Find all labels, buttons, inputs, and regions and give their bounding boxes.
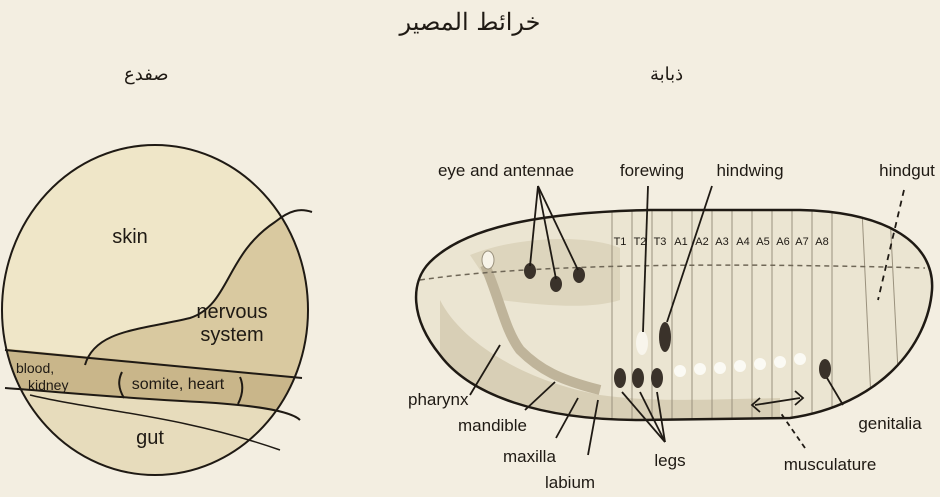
frog-somite-label: somite, heart (132, 376, 225, 393)
frog-blood-label: blood, (16, 360, 54, 376)
label-hindwing: hindwing (716, 161, 783, 180)
abdominal-spot-4 (734, 360, 746, 372)
frog-embryo: skin nervous system blood, kidney somite… (0, 140, 320, 480)
label-eye-antennae: eye and antennae (438, 161, 574, 180)
segment-label-t2: T2 (634, 236, 647, 248)
abdominal-spot-1 (674, 365, 686, 377)
segment-label-a7: A7 (795, 236, 808, 248)
frog-nervous-label-1: nervous (196, 301, 267, 323)
label-labium: labium (545, 473, 595, 492)
label-legs: legs (654, 451, 685, 470)
abdominal-spot-6 (774, 356, 786, 368)
frog-kidney-label: kidney (28, 377, 68, 393)
frog-skin-label: skin (112, 226, 148, 248)
label-mandible: mandible (458, 416, 527, 435)
segment-label-a5: A5 (756, 236, 769, 248)
eye-spot-3 (573, 267, 585, 283)
frog-nervous-label-2: system (200, 324, 263, 346)
fly-anterior-spot (482, 251, 494, 269)
fly-embryo (405, 200, 940, 430)
label-hindgut: hindgut (879, 161, 935, 180)
hindwing-spot (659, 322, 671, 352)
label-forewing: forewing (620, 161, 684, 180)
genitalia-spot (819, 359, 831, 379)
segment-label-a3: A3 (715, 236, 728, 248)
segment-label-t1: T1 (614, 236, 627, 248)
segment-label-a2: A2 (695, 236, 708, 248)
label-maxilla: maxilla (503, 447, 556, 466)
segment-label-a1: A1 (674, 236, 687, 248)
segment-label-t3: T3 (654, 236, 667, 248)
abdominal-spot-2 (694, 363, 706, 375)
abdominal-spot-7 (794, 353, 806, 365)
leg-spot-2 (632, 368, 644, 388)
abdominal-spot-3 (714, 362, 726, 374)
leg-spot-3 (651, 368, 663, 388)
forewing-spot (636, 331, 648, 355)
abdominal-spot-5 (754, 358, 766, 370)
leg-spot-1 (614, 368, 626, 388)
label-musculature: musculature (784, 455, 877, 474)
label-genitalia: genitalia (858, 414, 922, 433)
segment-label-a8: A8 (815, 236, 828, 248)
frog-gut-label: gut (136, 427, 164, 449)
label-pharynx: pharynx (408, 390, 469, 409)
segment-label-a4: A4 (736, 236, 749, 248)
segment-label-a6: A6 (776, 236, 789, 248)
